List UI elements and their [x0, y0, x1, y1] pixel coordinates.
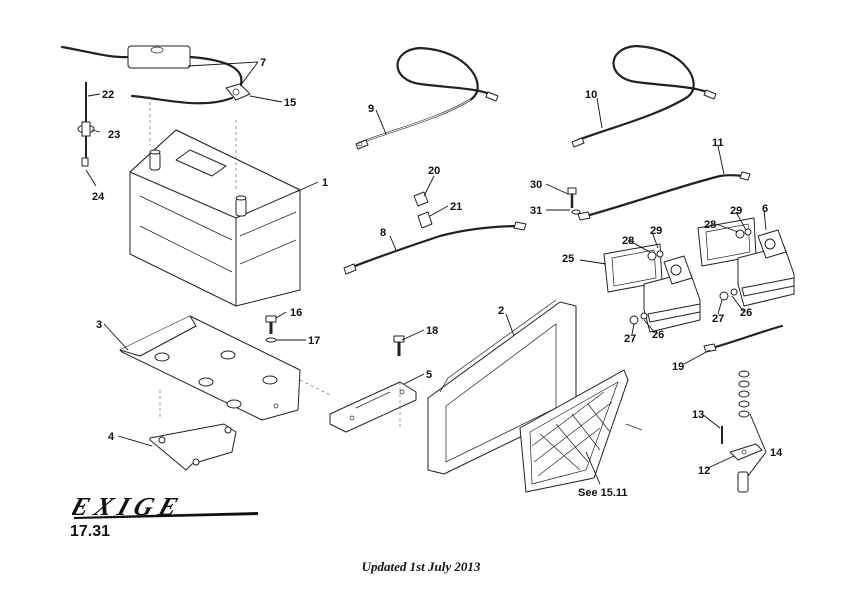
callout-22: 22 [102, 89, 114, 101]
tray-mounting-bracket [149, 423, 237, 471]
connector-21 [417, 211, 433, 229]
updated-date: Updated 1st July 2013 [361, 559, 481, 574]
connector-20 [413, 191, 429, 207]
callout-7: 7 [260, 57, 266, 69]
callout-9: 9 [368, 103, 374, 115]
cable-9 [355, 46, 499, 150]
callout-27-left: 27 [624, 333, 636, 345]
callout-28-left: 28 [622, 235, 634, 247]
callout-3: 3 [96, 319, 102, 331]
cable-8 [343, 191, 527, 275]
callout-31: 31 [530, 205, 542, 217]
exige-logo: EXIGE [66, 492, 262, 525]
callout-29-right: 29 [730, 205, 742, 217]
hold-down-clamp-6 [697, 217, 795, 307]
callout-16: 16 [290, 307, 302, 319]
callout-10: 10 [585, 89, 597, 101]
battery [129, 96, 301, 307]
callout-29-left: 29 [650, 225, 662, 237]
fuse-holder [127, 45, 191, 69]
callout-14: 14 [770, 447, 783, 459]
callout-2: 2 [498, 305, 504, 317]
bolt-30 [567, 187, 581, 215]
callout-19: 19 [672, 361, 684, 373]
battery-terminal-negative [149, 151, 161, 171]
callout-18: 18 [426, 325, 438, 337]
callout-28-right: 28 [704, 219, 716, 231]
callout-labels: 1 2 3 4 5 6 7 8 9 10 11 12 13 14 15 16 1… [92, 57, 783, 499]
callout-6: 6 [762, 203, 768, 215]
callout-26-left: 26 [652, 329, 664, 341]
callout-13: 13 [692, 409, 704, 421]
callout-20: 20 [428, 165, 440, 177]
hinge-bracket [329, 381, 417, 433]
leader-lines [85, 61, 767, 485]
callout-25: 25 [562, 253, 574, 265]
cable-11 [577, 171, 751, 221]
callout-21: 21 [450, 201, 462, 213]
see-reference-note: See 15.11 [578, 487, 628, 499]
washers-nuts [629, 228, 752, 325]
callout-11: 11 [712, 137, 724, 149]
bolt-16 [265, 315, 277, 343]
hold-down-clamp-25 [603, 243, 701, 333]
battery-clamp-terminal [225, 83, 251, 101]
page-number: 17.31 [70, 523, 111, 540]
callout-1: 1 [322, 177, 328, 189]
callout-30: 30 [530, 179, 542, 191]
cable-10 [571, 44, 717, 148]
callout-17: 17 [308, 335, 320, 347]
callout-23: 23 [108, 129, 120, 141]
bolt-18 [393, 335, 405, 356]
battery-rod-assembly [77, 82, 95, 167]
mounting-bolt-stack [721, 370, 763, 493]
callout-12: 12 [698, 465, 710, 477]
callout-5: 5 [426, 369, 432, 381]
callout-26-right: 26 [740, 307, 752, 319]
battery-tray [119, 315, 331, 421]
callout-27-right: 27 [712, 313, 724, 325]
cable-19 [703, 324, 784, 353]
storage-net [519, 369, 643, 493]
battery-harness-cable [60, 45, 251, 105]
battery-terminal-positive [235, 197, 247, 217]
callout-15: 15 [284, 97, 296, 109]
callout-4: 4 [108, 431, 115, 443]
callout-24: 24 [92, 191, 105, 203]
callout-8: 8 [380, 227, 386, 239]
